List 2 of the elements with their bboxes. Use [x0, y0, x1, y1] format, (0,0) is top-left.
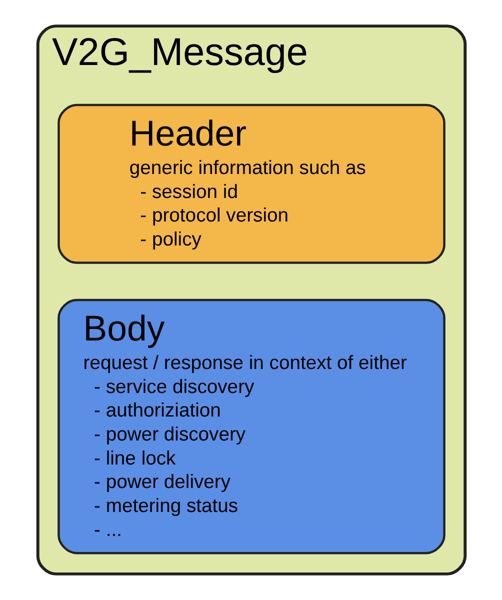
- node-box: Body request / response in context of either - service discovery - authoriziation - power discovery - line lock - power delivery - metering status - ...: [57, 298, 445, 554]
- node-box: Header generic information such as - session id - protocol version - policy: [57, 104, 445, 264]
